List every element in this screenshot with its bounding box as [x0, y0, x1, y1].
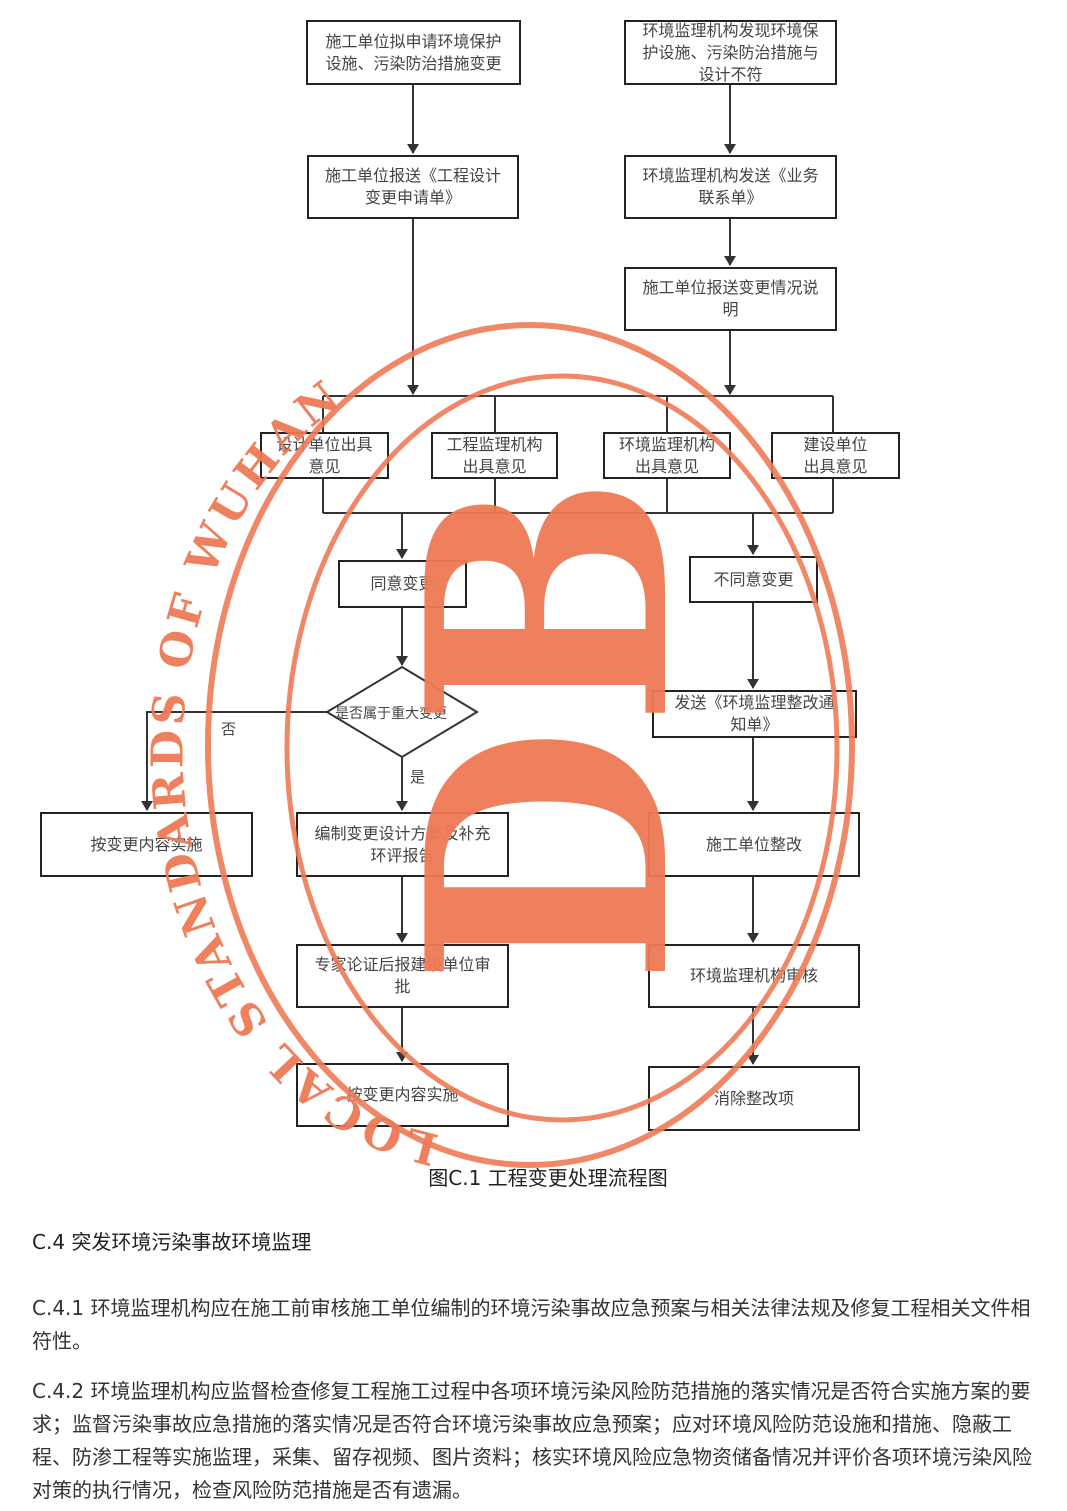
- flow-step-env-opinion: 环境监理机构 出具意见: [603, 432, 731, 479]
- yes-label: 是: [410, 768, 426, 786]
- flow-step-expert-review: 专家论证后报建设单位审 批: [296, 944, 509, 1008]
- flow-step-send-contact: 环境监理机构发送《业务 联系单》: [624, 155, 837, 219]
- flow-step-disagree: 不同意变更: [689, 556, 818, 603]
- flow-step-compile-report: 编制变更设计方案及补充 环评报告: [296, 812, 509, 877]
- flow-step-eliminate: 消除整改项: [648, 1066, 860, 1131]
- paragraph-c42: C.4.2 环境监理机构应监督检查修复工程施工过程中各项环境污染风险防范措施的落…: [32, 1379, 1032, 1502]
- flow-step-owner-opinion: 建设单位 出具意见: [771, 432, 900, 479]
- flow-step-submit-application: 施工单位报送《工程设计 变更申请单》: [307, 155, 519, 219]
- flow-step-design-opinion: 设计单位出具 意见: [260, 432, 389, 479]
- no-label: 否: [221, 720, 237, 738]
- section-heading: C.4 突发环境污染事故环境监理: [32, 1230, 312, 1254]
- flow-step-eng-opinion: 工程监理机构 出具意见: [431, 432, 558, 479]
- flow-step-implement-minor: 按变更内容实施: [40, 812, 253, 877]
- figure-caption: 图C.1 工程变更处理流程图: [428, 1166, 668, 1190]
- flow-step-discover-mismatch: 环境监理机构发现环境保 护设施、污染防治措施与 设计不符: [624, 20, 837, 85]
- flow-step-send-notice: 发送《环境监理整改通 知单》: [652, 690, 857, 738]
- flow-step-implement-major: 按变更内容实施: [296, 1063, 509, 1127]
- flow-step-agree: 同意变更: [338, 560, 467, 608]
- flow-step-apply-change: 施工单位拟申请环境保护 设施、污染防治措施变更: [306, 20, 521, 85]
- flow-step-submit-explanation: 施工单位报送变更情况说 明: [624, 267, 837, 331]
- paragraph-c41: C.4.1 环境监理机构应在施工前审核施工单位编制的环境污染事故应急预案与相关法…: [32, 1296, 1031, 1353]
- flow-step-rectify: 施工单位整改: [648, 812, 860, 877]
- flow-step-env-review: 环境监理机构审核: [648, 944, 860, 1008]
- decision-label: 是否属于重大变更: [335, 706, 447, 722]
